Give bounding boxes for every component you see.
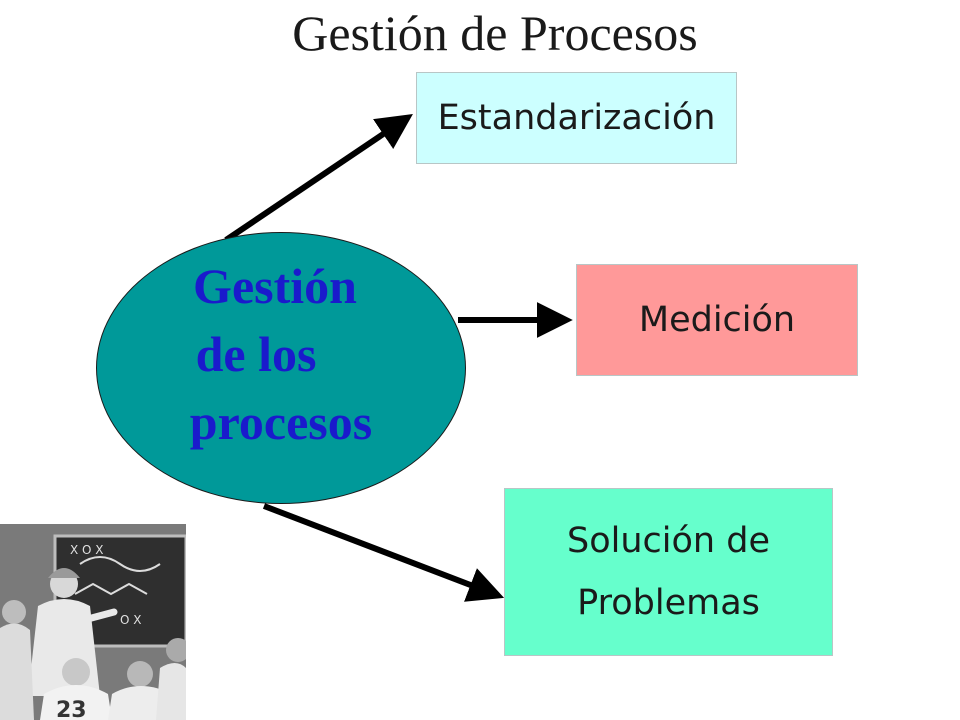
slide-title: Gestión de Procesos [292, 5, 698, 61]
arrow-to-solucion [262, 503, 505, 602]
hub-label-line: de los [195, 326, 317, 382]
node-label: Solución de [567, 521, 770, 561]
node-solucion-de-problemas: Solución de Problemas [504, 488, 833, 656]
photo-icon: X O X O X 23 [0, 524, 186, 720]
node-label: Estandarización [437, 98, 716, 138]
svg-text:23: 23 [56, 698, 87, 720]
hub-label-line: Gestión [193, 258, 357, 314]
hub-label-line: procesos [189, 394, 373, 450]
node-label: Problemas [577, 583, 760, 623]
arrow-to-estandarizacion [224, 113, 413, 243]
svg-text:O X: O X [120, 613, 141, 627]
node-medicion: Medición [576, 264, 858, 376]
node-estandarizacion: Estandarización [416, 72, 737, 164]
hub-ellipse [96, 232, 466, 504]
svg-text:X O X: X O X [70, 543, 104, 557]
coach-photo: X O X O X 23 [0, 524, 186, 720]
node-label: Medición [638, 300, 796, 340]
hub-label: Gestión de los procesos [96, 252, 466, 456]
